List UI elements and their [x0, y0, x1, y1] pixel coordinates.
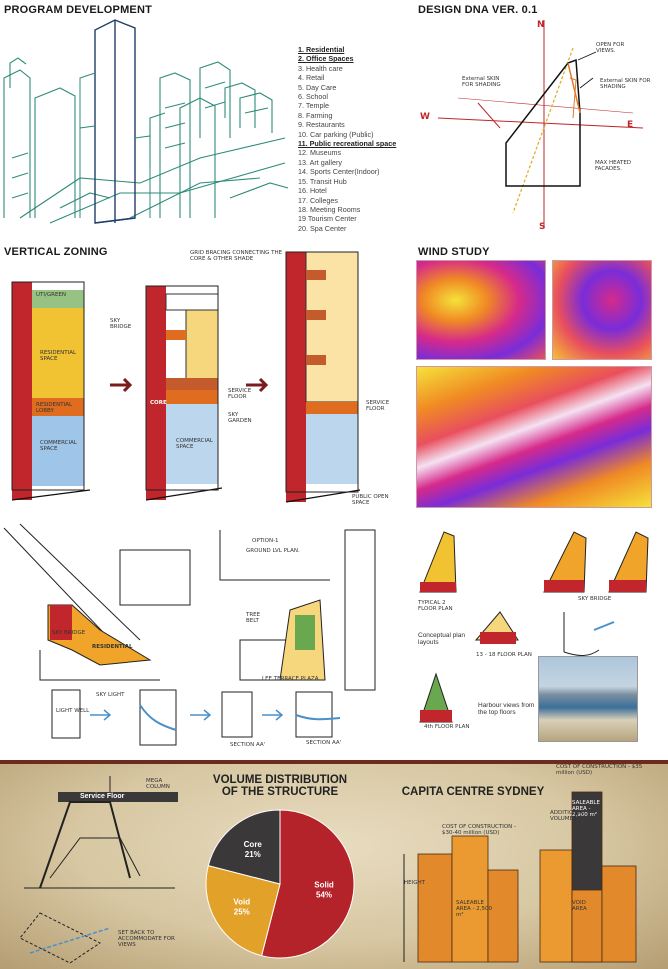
pie-slice-void [205, 864, 281, 957]
program-item: 8. Farming [298, 110, 333, 120]
program-item: 4. Retail [298, 73, 325, 83]
program-item: 11. Public recreational space [298, 139, 397, 149]
volume-distribution-title: VOLUME DISTRIBUTION OF THE STRUCTURE [212, 774, 348, 798]
zoning-core: CORE [150, 400, 167, 406]
wind-study-title: WIND STUDY [418, 246, 490, 258]
zoning-commercial: COMMERCIAL SPACE [40, 440, 77, 452]
zoning-commercial-2: COMMERCIAL SPACE [176, 438, 213, 450]
pie-label-solid: Solid [314, 881, 334, 890]
vertical-zoning-title: VERTICAL ZONING [4, 246, 108, 258]
zoning-note-top: GRID BRACING CONNECTING THE CORE & OTHER… [190, 250, 283, 262]
caption-typical-plan: TYPICAL 2 FLOOR PLAN [418, 600, 453, 612]
program-sketch [3, 19, 289, 224]
caption-harbour: Harbour views from the top floors [478, 702, 535, 716]
dna-ext-skin-right: External SKIN FOR SHADING [600, 78, 651, 90]
plan-residential: RESIDENTIAL [92, 644, 133, 650]
service-floor-diagram [19, 776, 178, 964]
design-dna-title: DESIGN DNA VER. 0.1 [418, 4, 538, 16]
zoning-res-lobby: RESIDENTIAL LOBBY [36, 402, 73, 414]
pie-value-solid: 54% [316, 891, 332, 900]
harbour-photo [538, 656, 638, 742]
pie-value-core: 21% [245, 850, 261, 859]
program-item: 19 Tourism Center [298, 214, 357, 224]
plan-option: OPTION-1 [252, 538, 279, 544]
dna-e-label: E [627, 120, 634, 130]
program-item: 7. Temple [298, 101, 330, 111]
wind-map-1 [416, 260, 546, 360]
dna-w-label: W [420, 112, 430, 122]
capita-cost-right: COST OF CONSTRUCTION - $35 million (USD) [556, 764, 643, 776]
pie-label-core: Core [244, 840, 263, 849]
dna-max-heated: MAX HEATED FACADES. [595, 160, 632, 172]
zoning-service-floor-2: SERVICE FLOOR [366, 400, 390, 412]
program-item: 2. Office Spaces [298, 54, 354, 64]
wind-map-2 [552, 260, 652, 360]
caption-floor-13: 13 - 18 FLOOR PLAN [476, 652, 532, 658]
program-item: 1. Residential [298, 45, 345, 54]
program-item: 12. Museums [298, 148, 342, 158]
capita-area-right: SALEABLE AREA - 2,900 m² [572, 800, 600, 818]
program-development-title: PROGRAM DEVELOPMENT [4, 4, 153, 16]
capita-height: HEIGHT [404, 880, 425, 886]
program-item: 3. Health care [298, 63, 343, 73]
vertical-zoning-diagram [11, 251, 361, 503]
capita-area-left: SALEABLE AREA - 2,500 m² [456, 900, 493, 918]
zoning-sky-bridge: SKY BRIDGE [110, 318, 132, 330]
capita-centre-title: CAPITA CENTRE SYDNEY [401, 786, 545, 798]
pie-label-void: Void [233, 898, 250, 907]
plan-light-well: LIGHT WELL [56, 708, 90, 714]
program-item: 9. Restaurants [298, 120, 345, 130]
site-plan-diagram [3, 523, 376, 746]
wind-map-3 [416, 366, 652, 508]
caption-floor-4: 4th FLOOR PLAN [424, 724, 470, 730]
program-item: 16. Hotel [298, 186, 327, 196]
dna-ext-skin-left: External SKIN FOR SHADING [462, 76, 501, 88]
capita-additional: ADDITIONAL VOLUMES [550, 810, 585, 822]
plan-section-aa: SECTION AA' [230, 742, 266, 748]
dna-s-label: S [539, 222, 546, 232]
dna-n-label: N [537, 20, 545, 30]
program-item: 17. Colleges [298, 195, 338, 205]
design-dna-diagram [437, 20, 644, 226]
program-item: 20. Spa Center [298, 223, 347, 233]
service-floor-label: Service Floor [80, 793, 125, 800]
volume-note: SET BACK TO ACCOMMODATE FOR VIEWS [118, 930, 175, 948]
plan-tree-belt: TREE BELT [246, 612, 261, 624]
plan-sky-light: SKY LIGHT [96, 692, 125, 698]
program-item: 10. Car parking (Public) [298, 129, 374, 139]
zoning-uti-green: UTI/GREEN [36, 292, 67, 298]
plan-section-aa2: SECTION AA' [306, 740, 342, 746]
pie-value-void: 25% [234, 908, 250, 917]
zoning-residential: RESIDENTIAL SPACE [40, 350, 77, 362]
caption-conceptual: Conceptual plan layouts [418, 632, 465, 646]
caption-sky-bridge: SKY BRIDGE [578, 596, 612, 602]
program-list: 1. Residential 2. Office Spaces 3. Healt… [298, 45, 396, 233]
zoning-public-open: PUBLIC OPEN SPACE [352, 494, 389, 506]
mega-column-label: MEGA COLUMN [146, 778, 170, 790]
capita-centre-diagram [403, 791, 637, 963]
plan-ground: GROUND LVL PLAN. [246, 548, 300, 554]
pie-slice-core [207, 809, 281, 885]
plan-sky-bridge: SKY BRIDGE [52, 630, 86, 636]
program-item: 5. Day Care [298, 82, 337, 92]
capita-cost-left: COST OF CONSTRUCTION - $30-40 million (U… [442, 824, 516, 836]
conceptual-plans [419, 531, 649, 723]
pie-slice-solid [260, 809, 355, 959]
zoning-sky-garden: SKY GARDEN [228, 412, 252, 424]
dna-open-views: OPEN FOR VIEWS. [596, 42, 625, 54]
program-item: 13. Art gallery [298, 157, 342, 167]
program-item: 18. Meeting Rooms [298, 204, 361, 214]
program-item: 6. School [298, 92, 328, 102]
program-item: 14. Sports Center(Indoor) [298, 167, 380, 177]
capita-void: VOID AREA [572, 900, 587, 912]
zoning-service-floor: SERVICE FLOOR [228, 388, 252, 400]
plan-lee-terrace: LEE TERRACE PLAZA [262, 676, 319, 682]
program-item: 15. Transit Hub [298, 176, 347, 186]
